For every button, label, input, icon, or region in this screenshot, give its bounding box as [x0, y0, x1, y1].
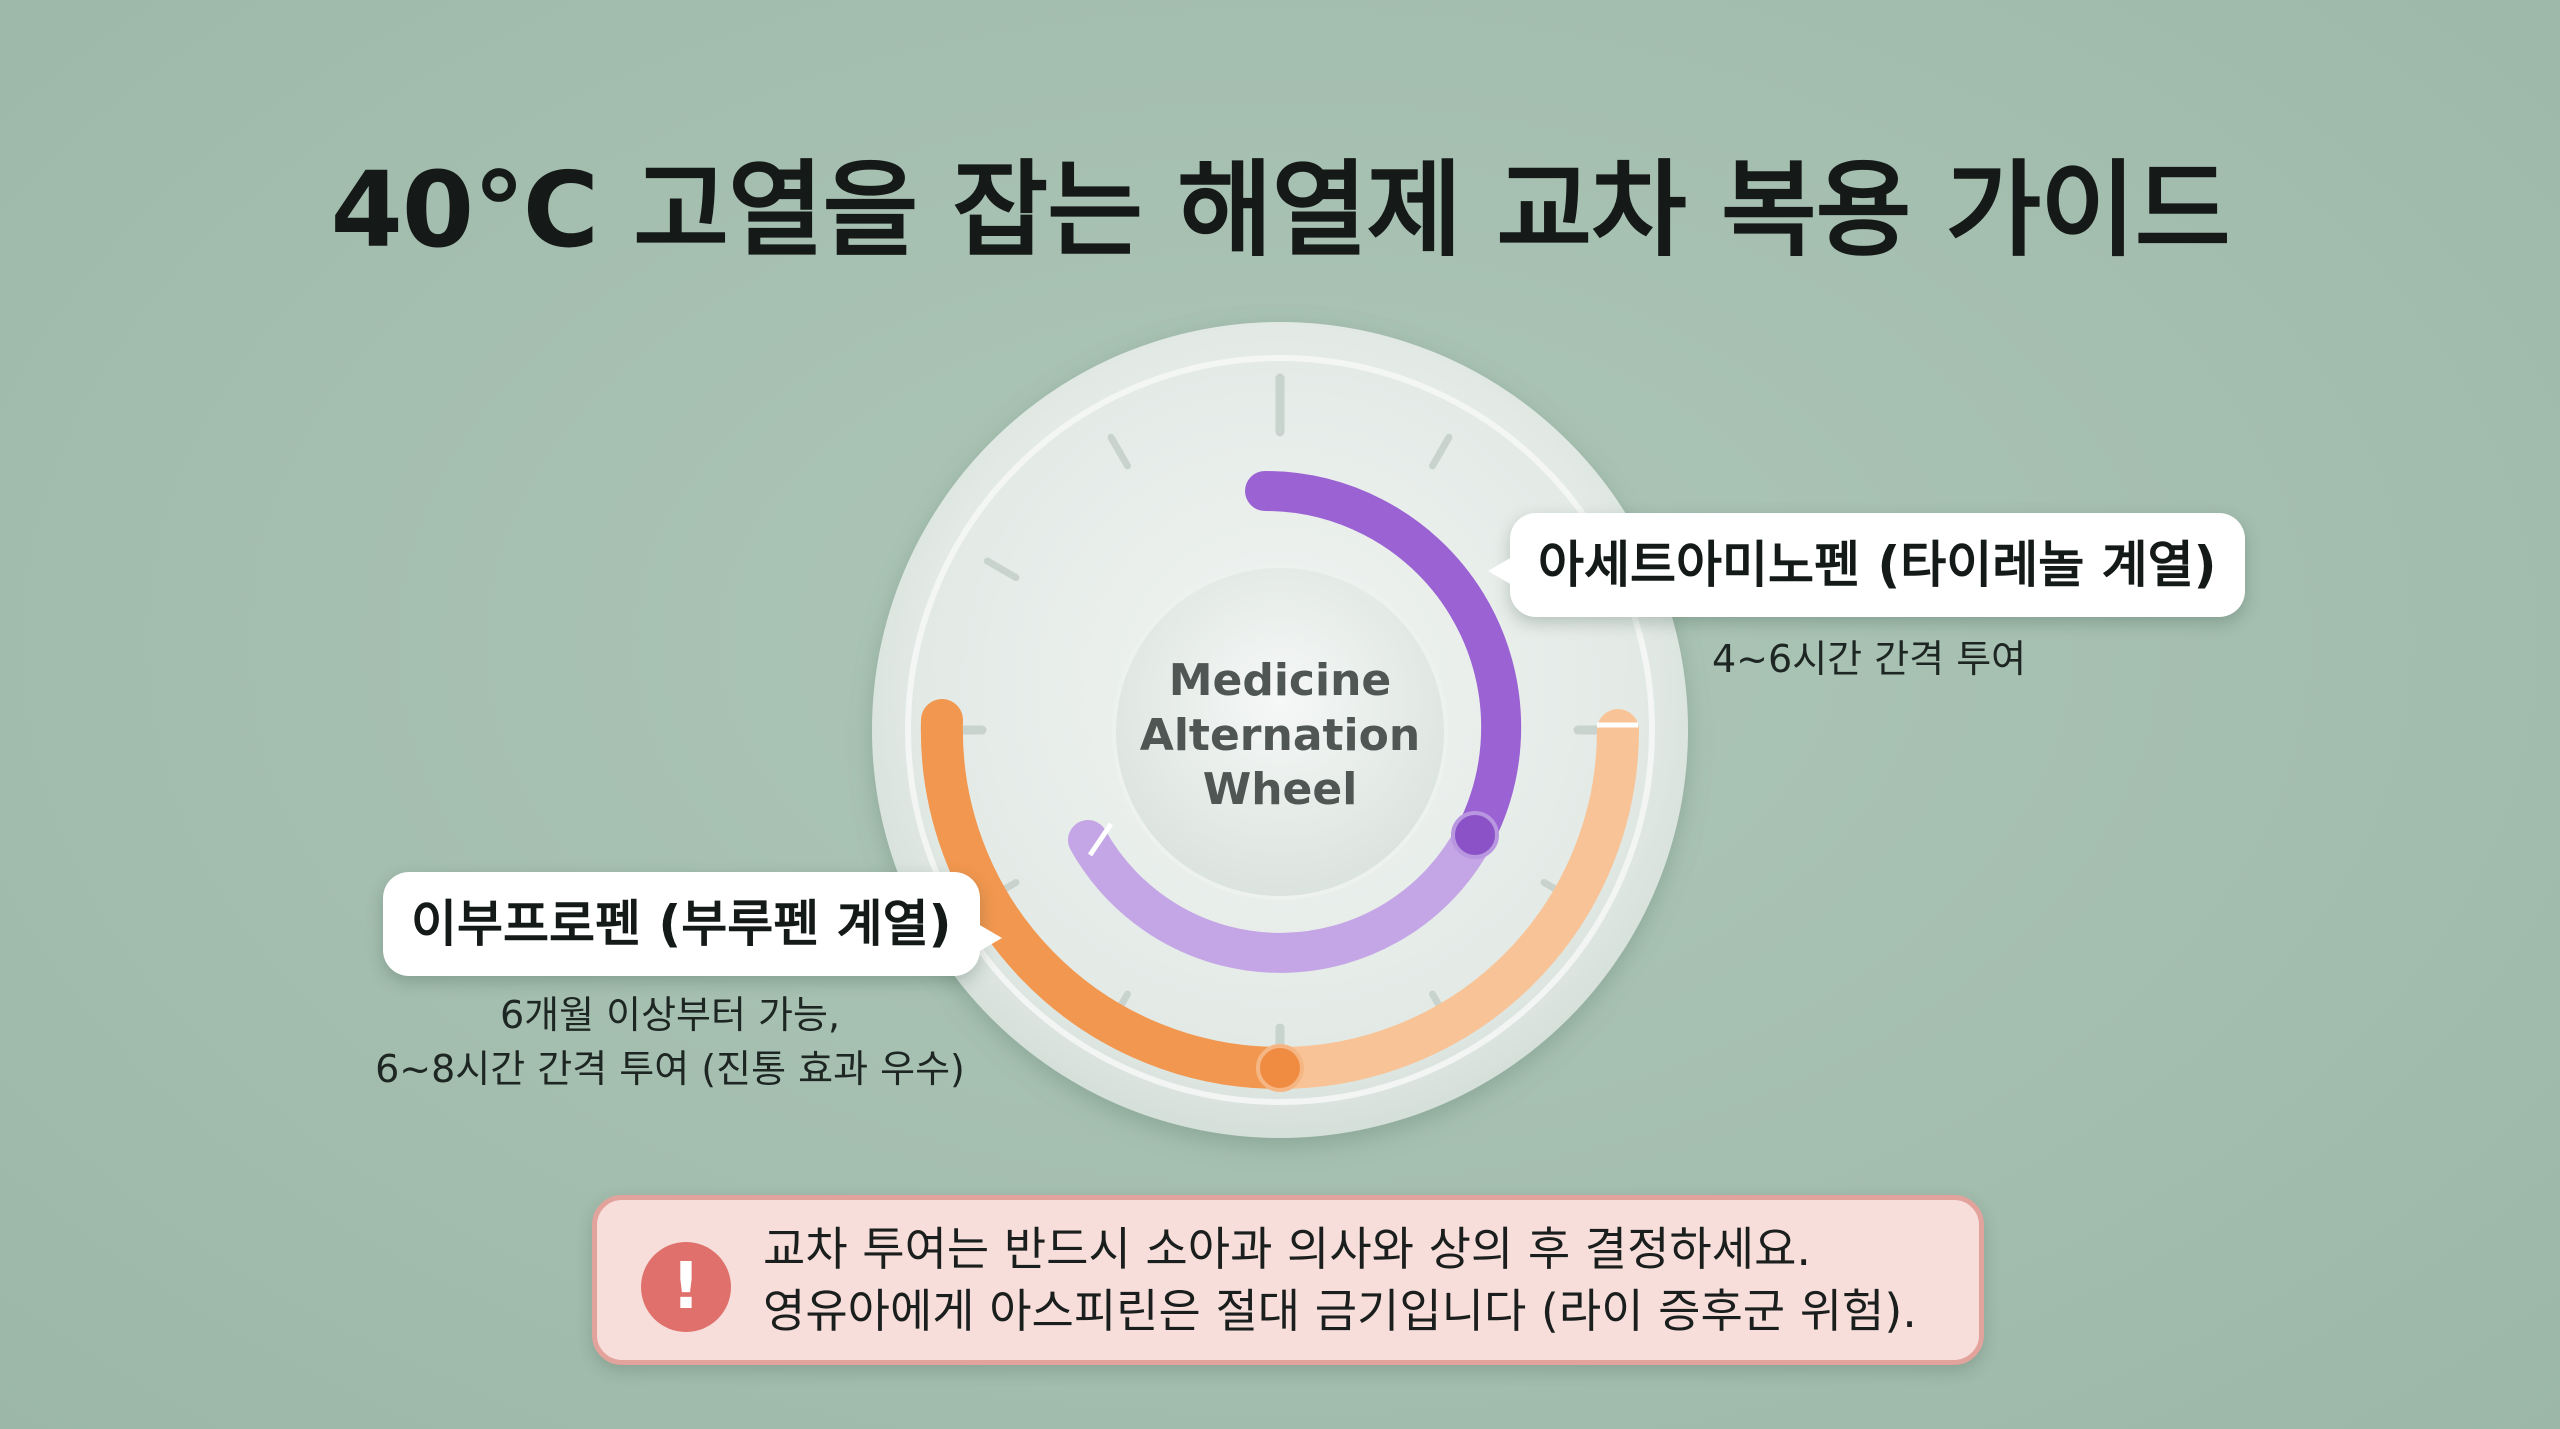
- wheel-inner-ring: [905, 355, 1655, 1105]
- ibuprofen-arc-light: [1259, 709, 1639, 1089]
- acetaminophen-arc-light: [1068, 815, 1495, 973]
- ibuprofen-desc-line-1: 6개월 이상부터 가능,: [499, 993, 841, 1037]
- ibuprofen-desc-line-2: 6~8시간 간격 투여 (진통 효과 우수): [375, 1047, 965, 1091]
- acetaminophen-interval: 4~6시간 간격 투여: [1712, 637, 2027, 681]
- wheel-center-hub: [1112, 564, 1448, 900]
- warning-line-2: 영유아에게 아스피린은 절대 금기입니다 (라이 증후군 위험).: [763, 1284, 1917, 1338]
- acetaminophen-arc-main: [1245, 471, 1522, 855]
- wheel-center-label-3: Wheel: [1203, 764, 1358, 815]
- ibuprofen-arc-main: [920, 699, 1301, 1089]
- ibuprofen-callout: 이부프로펜 (부루펜 계열): [383, 872, 1002, 976]
- exclamation-icon: !: [641, 1242, 731, 1332]
- warning-text: 교차 투여는 반드시 소아과 의사와 상의 후 결정하세요. 영유아에게 아스피…: [763, 1218, 1917, 1342]
- ibuprofen-knob: [1256, 1044, 1304, 1092]
- acetaminophen-knob: [1451, 811, 1499, 859]
- warning-line-1: 교차 투여는 반드시 소아과 의사와 상의 후 결정하세요.: [763, 1222, 1812, 1276]
- wheel-tick: [1429, 433, 1453, 470]
- acetaminophen-callout: 아세트아미노펜 (타이레놀 계열): [1488, 513, 2245, 617]
- wheel-tick: [983, 557, 1020, 581]
- warning-box: ! 교차 투여는 반드시 소아과 의사와 상의 후 결정하세요. 영유아에게 아…: [592, 1195, 1984, 1365]
- ibuprofen-description: 6개월 이상부터 가능, 6~8시간 간격 투여 (진통 효과 우수): [360, 988, 980, 1096]
- acetaminophen-name: 아세트아미노펜 (타이레놀 계열): [1538, 536, 2217, 594]
- ibuprofen-name: 이부프로펜 (부루펜 계열): [411, 895, 952, 953]
- wheel-tick: [1107, 433, 1131, 470]
- acetaminophen-arc-marker: [1087, 822, 1114, 857]
- wheel-center-label-1: Medicine: [1169, 655, 1392, 706]
- page-title: 40℃ 고열을 잡는 해열제 교차 복용 가이드: [330, 149, 2230, 271]
- wheel-center-label-2: Alternation: [1140, 710, 1420, 761]
